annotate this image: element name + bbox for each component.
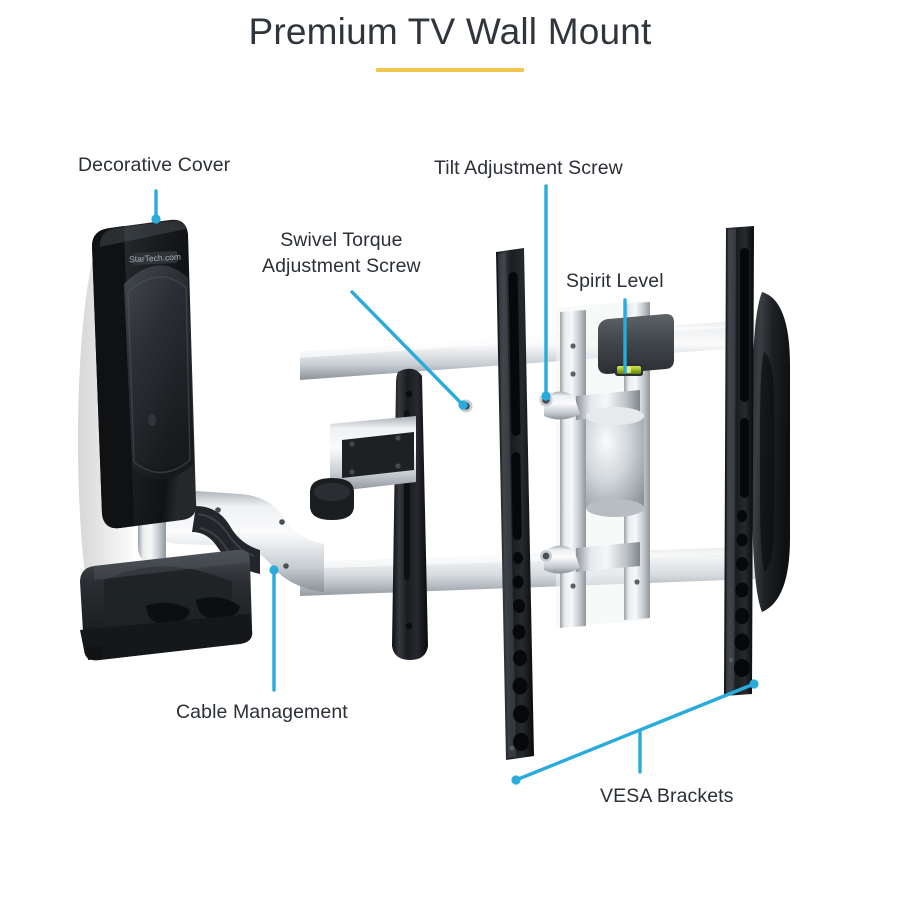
callout-cable-management: Cable Management	[176, 701, 348, 723]
vesa-bracket-left	[496, 248, 534, 760]
cable-management-tray	[80, 549, 253, 661]
horizontal-rail-top	[300, 318, 780, 380]
spirit-level	[598, 314, 674, 376]
brand-logo-plate: StarTech.com	[129, 250, 181, 266]
callout-spirit-level: Spirit Level	[566, 270, 664, 292]
cover-foot	[86, 646, 104, 660]
horizontal-rail-bottom	[300, 546, 780, 596]
center-pivot-head	[540, 300, 650, 628]
tilt-wing-outer-left	[392, 367, 424, 664]
callout-decorative-cover: Decorative Cover	[78, 154, 231, 176]
elbow-pivot-collar	[310, 478, 354, 520]
decorative-cover: StarTech.com	[92, 219, 197, 529]
page-title: Premium TV Wall Mount	[248, 11, 652, 52]
title-underline-rule	[376, 68, 524, 72]
vesa-hole-column-right	[734, 510, 750, 677]
callout-swivel-torque-adjustment-screw: Swivel Torque Adjustment Screw	[262, 229, 421, 277]
brand-logo-text: StarTech.com	[129, 252, 181, 265]
callout-tilt-adjustment-screw: Tilt Adjustment Screw	[434, 157, 623, 179]
title-block: Premium TV Wall Mount	[0, 0, 900, 72]
swivel-torque-adjustment-screw	[459, 399, 473, 413]
tilt-adjustment-screw	[539, 393, 553, 407]
vesa-bracket-right	[724, 226, 790, 696]
callout-vesa-brackets: VESA Brackets	[600, 785, 734, 807]
